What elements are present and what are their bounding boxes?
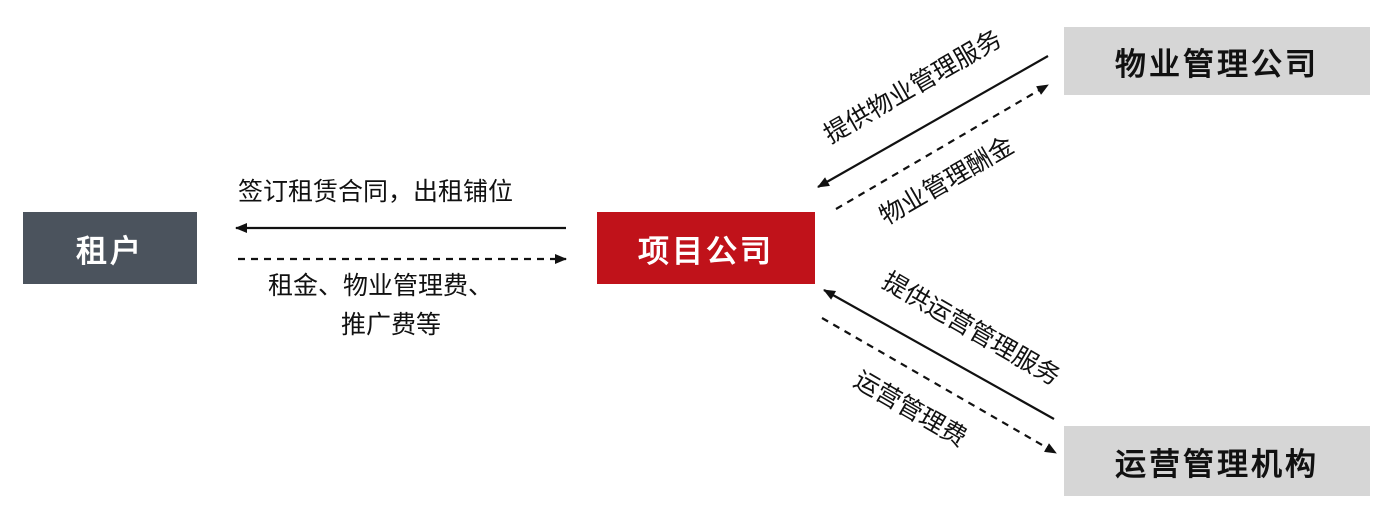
- project-company-label: 项目公司: [638, 233, 774, 270]
- operation-fee-arrow: [821, 317, 1057, 454]
- lease-label: 签订租赁合同，出租铺位: [238, 177, 514, 206]
- operation-service-arrow: [823, 289, 1055, 420]
- operation-agency-label: 运营管理机构: [1115, 446, 1319, 483]
- property-fee-arrow: [835, 84, 1049, 210]
- operation-agency-node: 运营管理机构: [1064, 426, 1370, 496]
- property-company-node: 物业管理公司: [1064, 27, 1370, 95]
- project-company-node: 项目公司: [597, 212, 815, 284]
- rent-label-line1: 租金、物业管理费、: [268, 271, 494, 300]
- rent-label-line2: 推广费等: [341, 310, 442, 339]
- tenant-label: 租户: [76, 233, 144, 270]
- property-service-arrow: [817, 55, 1049, 188]
- tenant-node: 租户: [23, 212, 197, 284]
- property-company-label: 物业管理公司: [1115, 46, 1319, 83]
